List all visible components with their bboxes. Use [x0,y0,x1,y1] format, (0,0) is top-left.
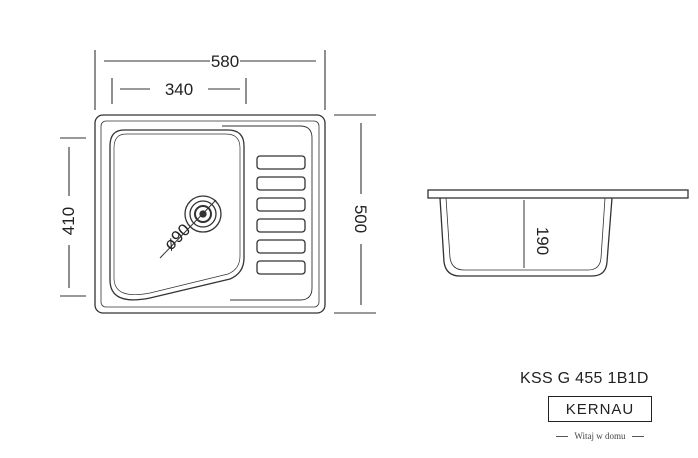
drainboard-contour [222,125,313,301]
tagline-rule-right [631,435,644,437]
drain-outer-ring [184,195,222,233]
drain-middle-ring [189,200,217,228]
drain-groove-3 [256,197,306,212]
side-view-bowl-outer [439,197,613,277]
sink-bowl-inner [113,133,241,296]
dimension-bowl-height: 410 [59,207,78,235]
drain-groove-2 [256,176,306,191]
model-number: KSS G 455 1B1D [520,370,649,387]
dimension-bowl-depth: 190 [533,227,552,255]
brand-logo: KERNAU [548,396,652,422]
drain-groove-1 [256,155,306,170]
sink-side-view [427,189,689,277]
drain-diameter-leader [159,199,217,259]
dimension-bowl-width: 340 [165,80,193,99]
sink-top-view [94,114,326,314]
dimension-overall-depth: 500 [351,205,370,233]
tagline-rule-left [556,435,569,437]
drain-inner-ring [194,205,212,223]
drain-groove-5 [256,239,306,254]
sink-bowl [109,129,245,301]
tagline-text: Witaj w domu [574,431,626,441]
side-view-bowl-inner [445,197,606,271]
side-view-rim [427,189,689,199]
sink-outer-rim [94,114,326,314]
brand-tagline: Witaj w domu [548,431,652,441]
brand-name: KERNAU [565,400,635,418]
sink-inner-rim [100,120,320,308]
drain-groove-6 [256,260,306,275]
drain-groove-4 [256,218,306,233]
dimension-lines [60,50,376,314]
dimension-overall-width: 580 [211,52,239,71]
